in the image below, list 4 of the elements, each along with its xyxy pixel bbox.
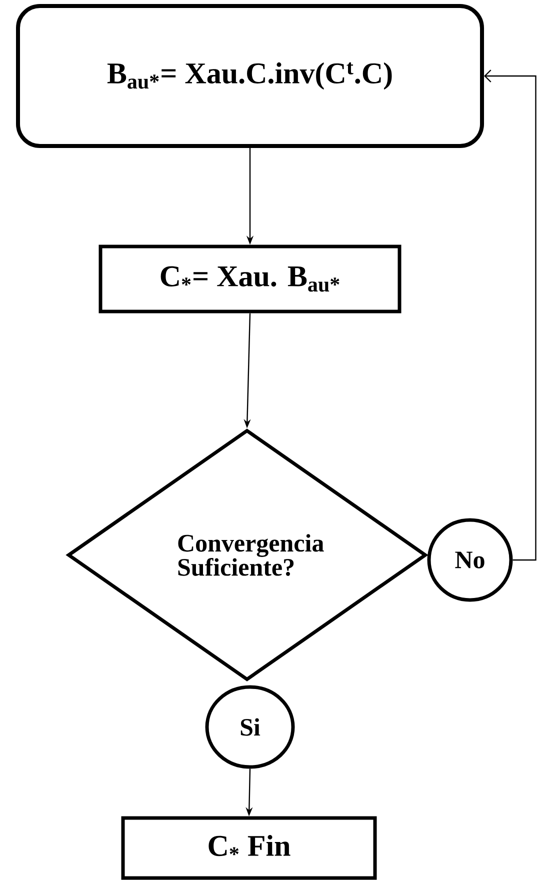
process-box: C$_{*}$= Xau. B$_{au*}$ [98, 244, 402, 314]
terminal-box: C$_{*}$ Fin [121, 816, 377, 880]
process-box: B$_{au*}$= Xau.C.inv(C$^{t}$.C) [16, 4, 484, 148]
arrow [484, 70, 536, 561]
